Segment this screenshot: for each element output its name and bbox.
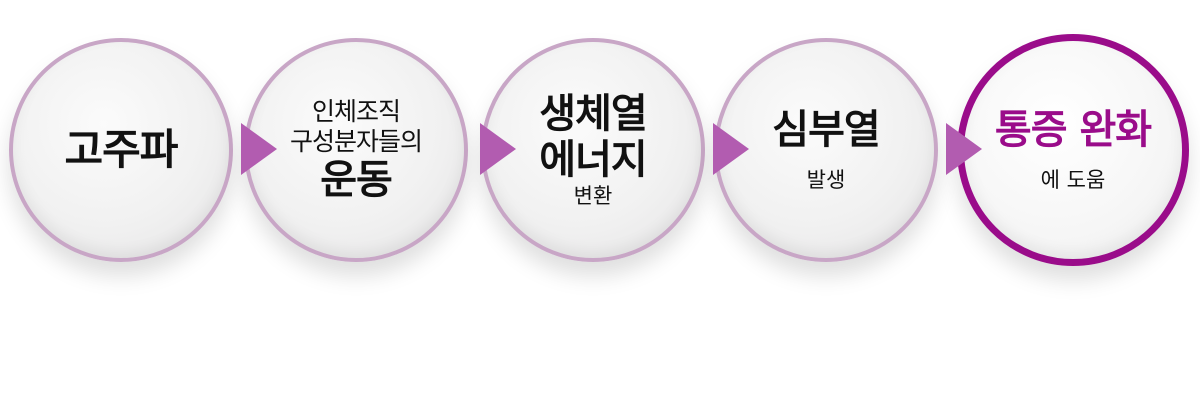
step-2-title: 운동 (320, 157, 393, 203)
step-5-subtitle: 에 도움 (1040, 168, 1106, 192)
step-2-line-2: 구성분자들의 (289, 127, 423, 156)
step-circle-3: 생체열 에너지 변환 (481, 38, 705, 262)
arrow-right-icon-1 (241, 123, 277, 175)
arrow-right-icon-4 (946, 123, 982, 175)
step-2-line-1: 인체조직 (311, 97, 401, 126)
step-5-title: 통증 완화 (994, 107, 1152, 153)
step-circle-1: 고주파 (9, 38, 233, 262)
step-3-subtitle: 변환 (573, 184, 613, 208)
step-circle-2: 인체조직 구성분자들의 운동 (244, 38, 468, 262)
step-circle-5-highlighted: 통증 완화 에 도움 (957, 34, 1189, 266)
arrow-right-icon-2 (480, 123, 516, 175)
step-4-title: 심부열 (772, 107, 880, 153)
step-1-title: 고주파 (64, 125, 179, 174)
step-3-line-2: 에너지 (539, 137, 647, 183)
step-4-subtitle: 발생 (806, 168, 846, 192)
step-3-line-1: 생체열 (539, 91, 647, 137)
arrow-right-icon-3 (713, 123, 749, 175)
